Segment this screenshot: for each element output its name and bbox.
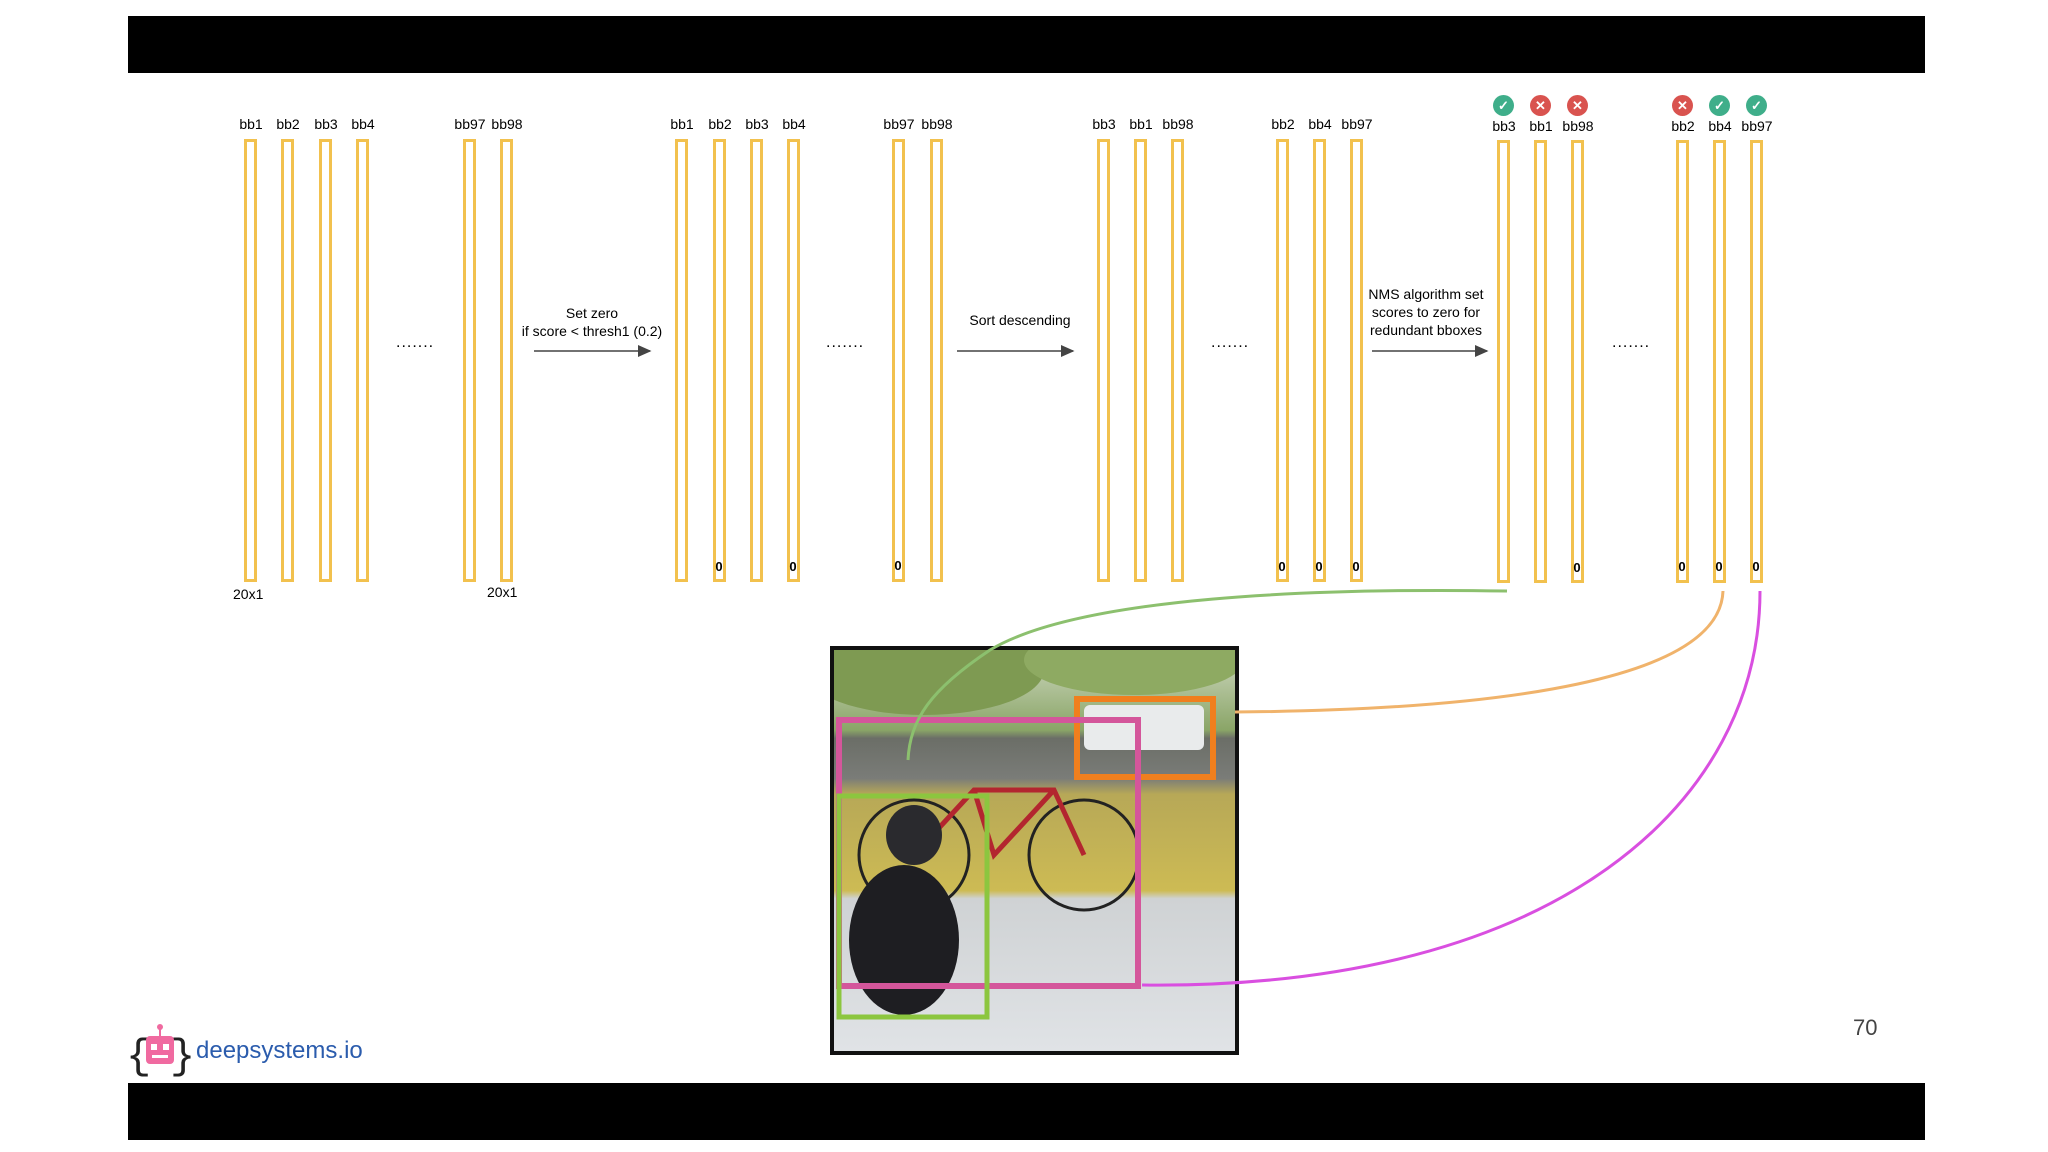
col-label: bb98 [921,116,953,132]
score-column [500,139,513,582]
link-car [1234,590,1725,714]
score-column [1097,139,1110,582]
score-column [244,139,257,582]
score-column [1134,139,1147,582]
cross-icon: ✕ [1672,95,1693,116]
col-label: bb2 [276,116,300,132]
score-column [1534,140,1547,583]
score-column [1313,139,1326,582]
col-label: bb3 [745,116,769,132]
col-label: bb1 [1529,118,1553,134]
score-column [319,139,332,582]
score-column [892,139,905,582]
col-label: bb3 [314,116,338,132]
cross-icon: ✕ [1530,95,1551,116]
col-label: bb3 [1092,116,1116,132]
cross-icon: ✕ [1567,95,1588,116]
zero-score: 0 [1573,560,1581,575]
step-text: if score < thresh1 (0.2) [521,323,663,339]
dog-head [886,805,942,865]
check-icon: ✓ [1493,95,1514,116]
score-column [713,139,726,582]
col-label: bb98 [1562,118,1594,134]
zero-score: 0 [715,559,723,574]
score-column [1171,139,1184,582]
ellipsis: ....... [1612,334,1651,351]
col-label: bb4 [351,116,375,132]
col-label: bb4 [782,116,806,132]
col-label: bb98 [491,116,523,132]
score-column [356,139,369,582]
column-dims: 20x1 [233,586,264,602]
bike-frame [912,787,1087,860]
score-column [675,139,688,582]
zero-score: 0 [1315,559,1323,574]
col-label: bb1 [670,116,694,132]
detection-photo [830,646,1239,1055]
col-label: bb4 [1308,116,1332,132]
col-label: bb2 [1671,118,1695,134]
score-column [1676,140,1689,583]
zero-score: 0 [1715,559,1723,574]
score-column [1276,139,1289,582]
zero-score: 0 [894,558,902,573]
ellipsis: ....... [826,334,865,351]
score-column [463,139,476,582]
score-column [787,139,800,582]
col-label: bb97 [454,116,486,132]
step-text: Set zero [565,305,619,321]
bottom-letterbox-bar [128,1083,1925,1140]
step-text: scores to zero for [1371,304,1481,320]
score-column [281,139,294,582]
score-column [1571,140,1584,583]
col-label: bb98 [1162,116,1194,132]
score-column [1350,139,1363,582]
bbox-dog [836,793,990,1020]
zero-score: 0 [1352,559,1360,574]
score-column [1497,140,1510,583]
column-dims: 20x1 [487,584,518,600]
top-letterbox-bar [128,16,1925,73]
col-label: bb97 [1341,116,1373,132]
page-number: 70 [1853,1015,1878,1040]
col-label: bb1 [1129,116,1153,132]
bbox-overlay [836,696,1216,1020]
score-column [930,139,943,582]
score-column [1713,140,1726,583]
col-label: bb97 [883,116,915,132]
step-nms: NMS algorithm set scores to zero for red… [1356,285,1496,339]
check-icon: ✓ [1709,95,1730,116]
col-label: bb2 [708,116,732,132]
score-column [1750,140,1763,583]
zero-score: 0 [1678,559,1686,574]
col-label: bb97 [1741,118,1773,134]
bbox-car [1074,696,1216,780]
brand-name: deepsystems.io [196,1037,363,1064]
ellipsis: ....... [1211,334,1250,351]
check-icon: ✓ [1746,95,1767,116]
col-label: bb1 [239,116,263,132]
zero-score: 0 [789,559,797,574]
col-label: bb4 [1708,118,1732,134]
score-column [750,139,763,582]
zero-score: 0 [1752,559,1760,574]
col-label: bb3 [1492,118,1516,134]
col-label: bb2 [1271,116,1295,132]
robot-logo-icon: { } [126,1024,194,1081]
step-sort: Sort descending [950,311,1090,329]
zero-score: 0 [1278,559,1286,574]
dog [849,865,959,1015]
ellipsis: ....... [396,334,435,351]
step-text: NMS algorithm set [1368,286,1484,302]
step-text: redundant bboxes [1369,322,1483,338]
step-text: Sort descending [969,312,1071,328]
step-set-zero: Set zero if score < thresh1 (0.2) [512,304,672,340]
